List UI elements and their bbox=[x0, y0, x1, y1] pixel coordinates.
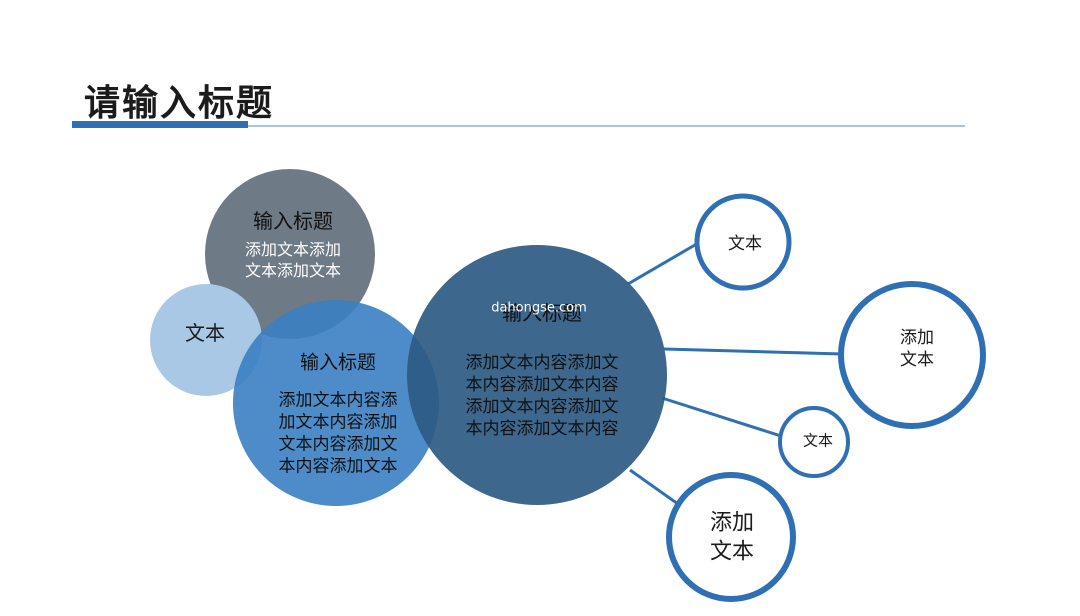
connector-line bbox=[661, 396, 782, 438]
satellite-text: 文本 bbox=[728, 233, 762, 255]
light-circle-title: 文本 bbox=[185, 321, 225, 345]
title-underline bbox=[248, 125, 965, 127]
satellite-circle bbox=[694, 193, 792, 291]
center-circle-title: 输入标题 bbox=[502, 300, 582, 325]
satellite-line: 添加 bbox=[709, 510, 755, 536]
center-circle-line: 添加文本内容添加文 bbox=[465, 352, 619, 373]
mid-circle-line: 本内容添加文本 bbox=[278, 456, 398, 477]
gray-circle-text: 输入标题 添加文本添加 文本添加文本 bbox=[245, 208, 341, 282]
center-circle-line: 本内容添加文本内容 bbox=[465, 419, 619, 440]
gray-circle-line: 添加文本添加 bbox=[244, 240, 342, 260]
mid-circle-line: 添加文本内容添 bbox=[278, 390, 398, 411]
satellite-circle bbox=[838, 281, 986, 429]
mid-circle-line: 文本内容添加文 bbox=[278, 434, 398, 455]
mid-circle-title: 输入标题 bbox=[299, 351, 376, 374]
satellite-text: 添加 文本 bbox=[710, 509, 754, 566]
title-underline-accent bbox=[72, 121, 248, 128]
satellite-line: 文本 bbox=[709, 539, 755, 564]
connector-line bbox=[663, 347, 843, 356]
gray-circle bbox=[205, 169, 375, 339]
mid-circle-text: 输入标题 添加文本内容添 加文本内容添加 文本内容添加文 本内容添加文本 bbox=[279, 350, 398, 477]
center-circle-line: 本内容添加文本内容 bbox=[465, 374, 619, 395]
mid-circle bbox=[233, 300, 439, 506]
satellite-text: 文本 bbox=[803, 431, 833, 451]
satellite-text: 添加 文本 bbox=[900, 327, 934, 371]
satellite-line: 文本 bbox=[900, 350, 934, 370]
watermark: dahongse.com bbox=[491, 300, 587, 316]
light-circle bbox=[150, 284, 262, 396]
connector-line bbox=[627, 240, 701, 286]
satellite-line: 文本 bbox=[802, 431, 834, 450]
center-circle bbox=[407, 245, 667, 505]
mid-circle-line: 加文本内容添加 bbox=[278, 412, 398, 433]
page-title: 请输入标题 bbox=[84, 83, 275, 124]
satellite-line: 文本 bbox=[728, 233, 762, 254]
center-circle-line: 添加文本内容添加文 bbox=[465, 397, 619, 417]
satellite-circle bbox=[666, 472, 796, 602]
center-circle-text: 输入标题 添加文本内容添加文 本内容添加文本内容 添加文本内容添加文 本内容添加… bbox=[466, 300, 619, 440]
connector-line bbox=[629, 468, 679, 506]
satellite-circle bbox=[778, 406, 850, 478]
gray-circle-line: 文本添加文本 bbox=[244, 261, 342, 280]
light-circle-text: 文本 bbox=[185, 320, 225, 346]
satellite-line: 添加 bbox=[900, 327, 934, 348]
gray-circle-title: 输入标题 bbox=[252, 209, 333, 234]
